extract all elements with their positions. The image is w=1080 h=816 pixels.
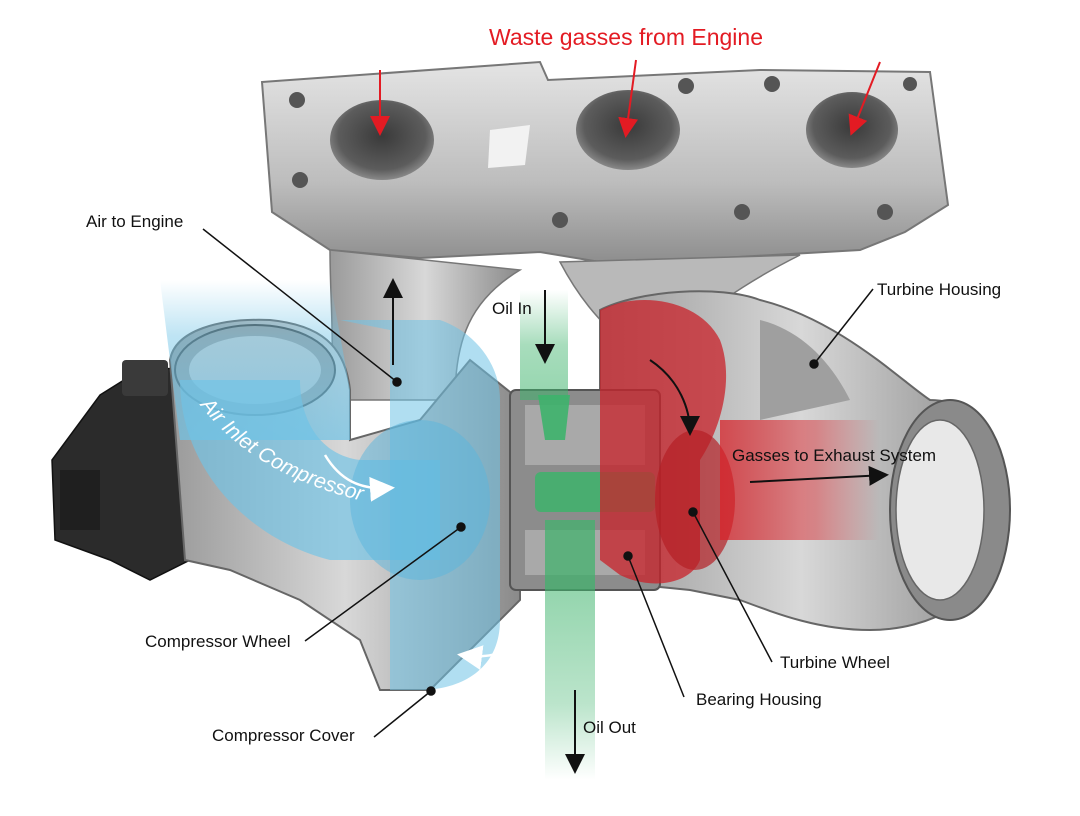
oil-out-label: Oil Out [583,718,636,737]
oil-in-label: Oil In [492,299,532,318]
turbine-flow-arrow [649,359,700,436]
waste-gas-arrow-2 [618,59,639,138]
compressor-wheel-label: Compressor Wheel [145,632,291,651]
exhaust-port-2 [576,90,680,170]
turbine-wheel-shape [600,300,735,584]
turbine-housing-label: Turbine Housing [877,280,1002,299]
air-flow [160,280,500,690]
compressor-return-arrow [457,619,514,670]
gasses-exhaust-label: Gasses to Exhaust System [732,446,937,465]
exhaust-port-1 [330,100,434,180]
callout-lines [202,228,874,738]
air-to-engine-label: Air to Engine [86,212,184,231]
waste-gasses-title: Waste gasses from Engine [489,24,763,50]
exhaust-arrow [749,465,889,486]
compressor-cover-label: Compressor Cover [212,726,355,745]
wastegate-actuator [51,360,191,581]
turbine-wheel-label: Turbine Wheel [780,653,890,672]
waste-gas-arrow-3 [848,61,881,136]
bearing-housing-label: Bearing Housing [696,690,822,709]
oil-out-flow [545,590,595,780]
air-swirl-arrow [323,454,395,502]
